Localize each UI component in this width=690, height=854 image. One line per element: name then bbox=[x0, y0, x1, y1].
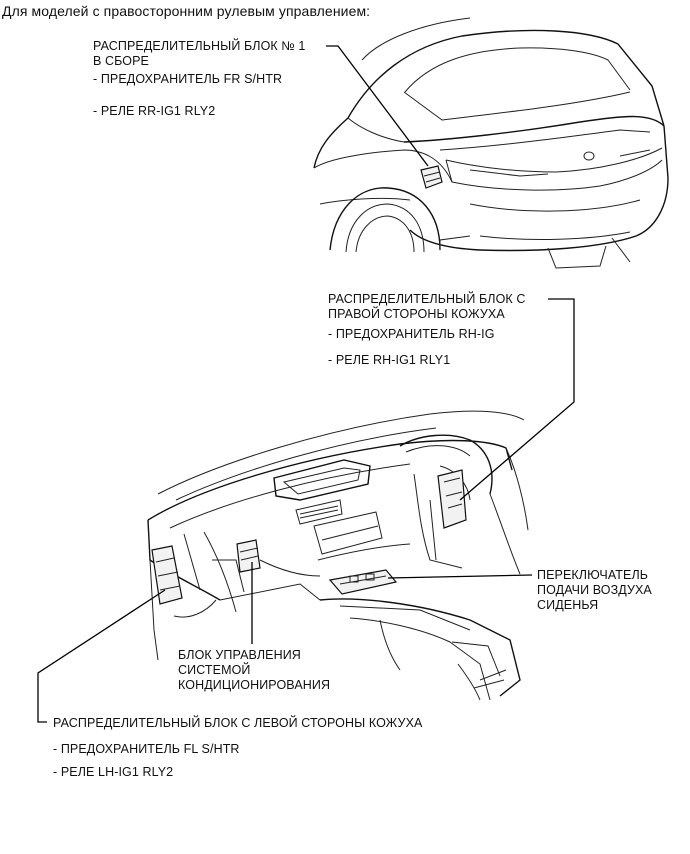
rear-block-item-relay: - РЕЛЕ RR-IG1 RLY2 bbox=[93, 104, 216, 118]
seat-switch-line3: СИДЕНЬЯ bbox=[537, 598, 599, 612]
rear-block-item-fuse: - ПРЕДОХРАНИТЕЛЬ FR S/HTR bbox=[93, 72, 283, 86]
right-block-title-line2: ПРАВОЙ СТОРОНЫ КОЖУХА bbox=[328, 307, 505, 321]
left-block-title: РАСПРЕДЕЛИТЕЛЬНЫЙ БЛОК С ЛЕВОЙ СТОРОНЫ К… bbox=[53, 716, 423, 730]
leader-rear-block bbox=[326, 45, 429, 167]
page-header: Для моделей с правосторонним рулевым упр… bbox=[2, 3, 371, 19]
rear-junction-block-part bbox=[420, 165, 443, 189]
left-junction-block-part bbox=[151, 545, 183, 605]
leader-left-block bbox=[37, 589, 166, 723]
ac-control-unit-part bbox=[236, 539, 261, 573]
seat-switch-part bbox=[328, 569, 398, 595]
right-junction-block-part bbox=[437, 469, 467, 529]
left-block-item-relay: - РЕЛЕ LH-IG1 RLY2 bbox=[53, 765, 174, 779]
right-block-title-line1: РАСПРЕДЕЛИТЕЛЬНЫЙ БЛОК С bbox=[328, 292, 526, 306]
rear-block-title-line2: В СБОРЕ bbox=[93, 54, 149, 68]
rear-block-title-line1: РАСПРЕДЕЛИТЕЛЬНЫЙ БЛОК № 1 bbox=[93, 39, 306, 53]
right-block-item-fuse: - ПРЕДОХРАНИТЕЛЬ RH-IG bbox=[328, 327, 495, 341]
leader-seat-switch bbox=[387, 574, 533, 579]
right-block-item-relay: - РЕЛЕ RH-IG1 RLY1 bbox=[328, 353, 451, 367]
dashboard-drawing bbox=[147, 410, 529, 701]
seat-switch-line1: ПЕРЕКЛЮЧАТЕЛЬ bbox=[537, 568, 649, 582]
leader-right-block bbox=[459, 298, 575, 501]
ac-unit-line1: БЛОК УПРАВЛЕНИЯ bbox=[178, 648, 301, 662]
left-block-item-fuse: - ПРЕДОХРАНИТЕЛЬ FL S/HTR bbox=[53, 742, 240, 756]
car-rear-drawing bbox=[313, 17, 669, 269]
ac-unit-line2: СИСТЕМОЙ bbox=[178, 663, 251, 677]
seat-switch-line2: ПОДАЧИ ВОЗДУХА bbox=[537, 583, 652, 597]
ac-unit-line3: КОНДИЦИОНИРОВАНИЯ bbox=[178, 678, 331, 692]
